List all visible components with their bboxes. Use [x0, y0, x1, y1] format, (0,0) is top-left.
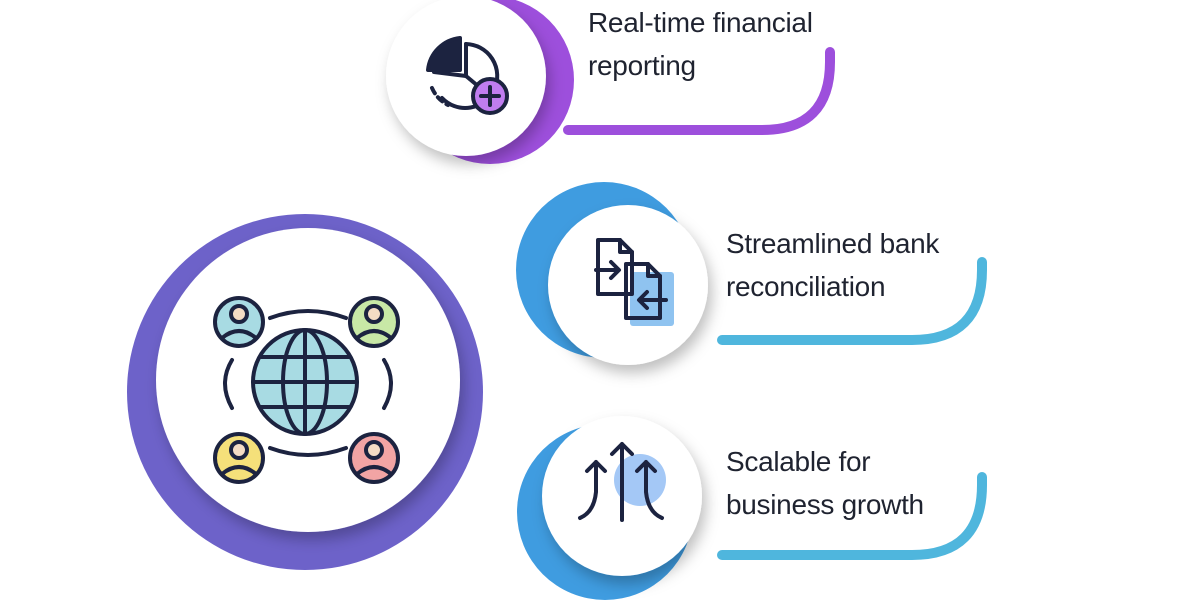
item-label-line: reconciliation [726, 271, 886, 302]
document-transfer-icon [594, 238, 674, 326]
item-label-reconciliation: Streamlined bank reconciliation [726, 222, 939, 308]
item-label-reporting: Real-time financial reporting [588, 1, 813, 87]
connector-curve-growth [717, 472, 987, 560]
item-label-line: business growth [726, 489, 924, 520]
item-label-growth: Scalable for business growth [726, 440, 924, 526]
connector-curve-reporting [563, 47, 835, 135]
item-label-line: Streamlined bank [726, 228, 940, 259]
connector-curve-reconciliation [717, 257, 987, 345]
item-label-line: Real-time financial [588, 7, 813, 38]
item-label-line: reporting [588, 50, 696, 81]
item-label-line: Scalable for [726, 446, 871, 477]
growth-arrows-icon [578, 442, 666, 522]
global-network-icon [213, 296, 400, 484]
pie-chart-plus-icon [426, 36, 509, 115]
